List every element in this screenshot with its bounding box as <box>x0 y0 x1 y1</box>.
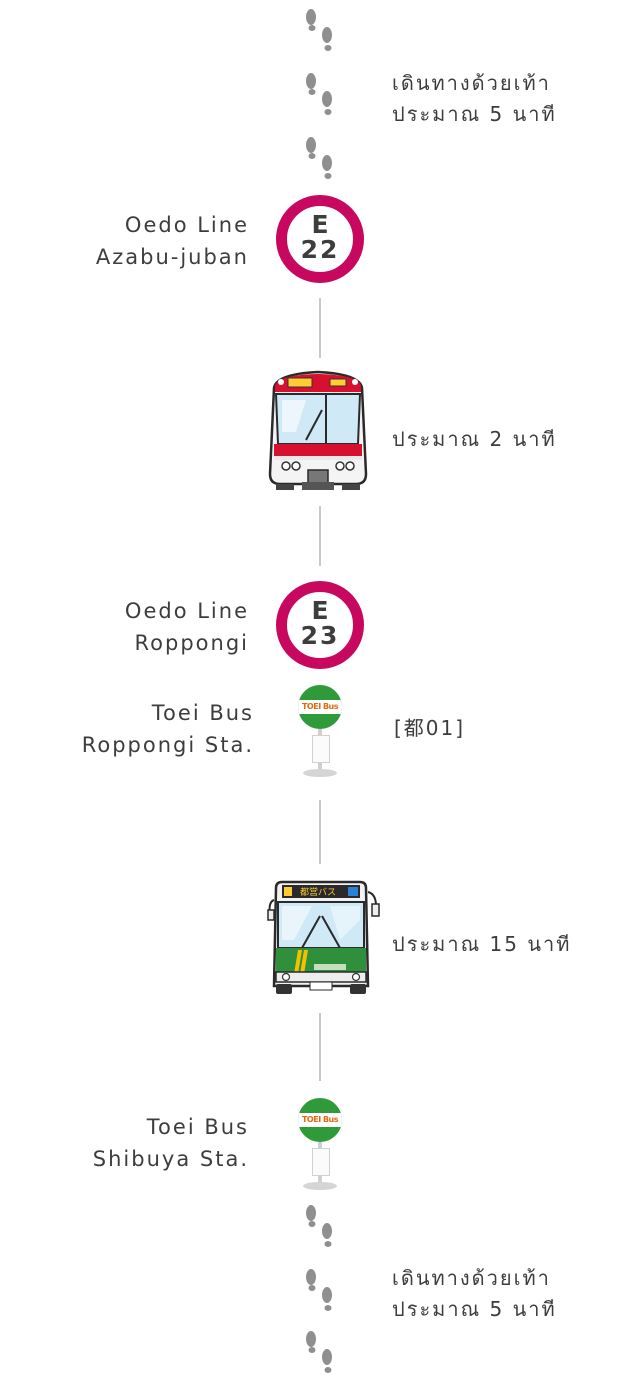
footprints-icon <box>306 1269 332 1311</box>
route-connector <box>319 1013 321 1081</box>
bus-stop-name: Shibuya Sta. <box>92 1147 249 1171</box>
station-label: Oedo Line Azabu-juban <box>96 209 249 273</box>
footprints-icon <box>306 1331 332 1373</box>
timetable <box>312 735 330 763</box>
bus-icon: 都営バス <box>267 880 380 994</box>
bus-duration-label: ประมาณ 15 นาที <box>392 932 572 956</box>
train-icon <box>268 370 368 490</box>
bus-stop-icon: TOEI Bus <box>290 685 350 781</box>
route-connector <box>319 506 321 566</box>
bus-stop-sign: TOEI Bus <box>298 1098 342 1142</box>
walk-label-line1: เดินทางด้วยเท้า <box>392 71 551 95</box>
station-label: Oedo Line Roppongi <box>125 595 249 659</box>
line-name: Oedo Line <box>124 599 249 623</box>
station-number: 22 <box>300 235 340 264</box>
bus-destination-sign: 都営バス <box>300 886 336 898</box>
line-code: E <box>311 596 329 625</box>
bus-stop-sign-text: TOEI Bus <box>301 1115 339 1124</box>
route-connector <box>319 800 321 864</box>
walk-label-line2: ประมาณ 5 นาที <box>392 1297 557 1321</box>
line-name: Oedo Line <box>124 213 249 237</box>
bus-route-label: [都01] <box>394 716 466 740</box>
train-duration-label: ประมาณ 2 นาที <box>392 427 557 451</box>
bus-operator: Toei Bus <box>151 701 254 725</box>
bus-stop-sign-text: TOEI Bus <box>301 702 339 711</box>
footprints-icon <box>306 9 332 51</box>
bus-stop-label: Toei Bus Shibuya Sta. <box>93 1111 249 1175</box>
footprints-icon <box>306 137 332 179</box>
subway-station-icon: E 23 <box>276 581 364 669</box>
timetable <box>312 1148 330 1176</box>
walk-label-line2: ประมาณ 5 นาที <box>392 102 557 126</box>
station-name: Azabu-juban <box>95 245 249 269</box>
bus-operator: Toei Bus <box>146 1115 249 1139</box>
walk-duration-label: เดินทางด้วยเท้า ประมาณ 5 นาที <box>392 68 557 130</box>
walk-duration-label: เดินทางด้วยเท้า ประมาณ 5 นาที <box>392 1263 557 1325</box>
line-code: E <box>311 210 329 239</box>
bus-stop-sign: TOEI Bus <box>298 685 342 729</box>
station-name: Roppongi <box>134 631 249 655</box>
route-connector <box>319 298 321 358</box>
footprints-icon <box>306 73 332 115</box>
bus-stop-label: Toei Bus Roppongi Sta. <box>82 697 254 761</box>
station-number: 23 <box>300 621 340 650</box>
subway-station-icon: E 22 <box>276 195 364 283</box>
walk-label-line1: เดินทางด้วยเท้า <box>392 1266 551 1290</box>
bus-stop-icon: TOEI Bus <box>290 1098 350 1194</box>
bus-stop-name: Roppongi Sta. <box>81 733 254 757</box>
footprints-icon <box>306 1205 332 1247</box>
